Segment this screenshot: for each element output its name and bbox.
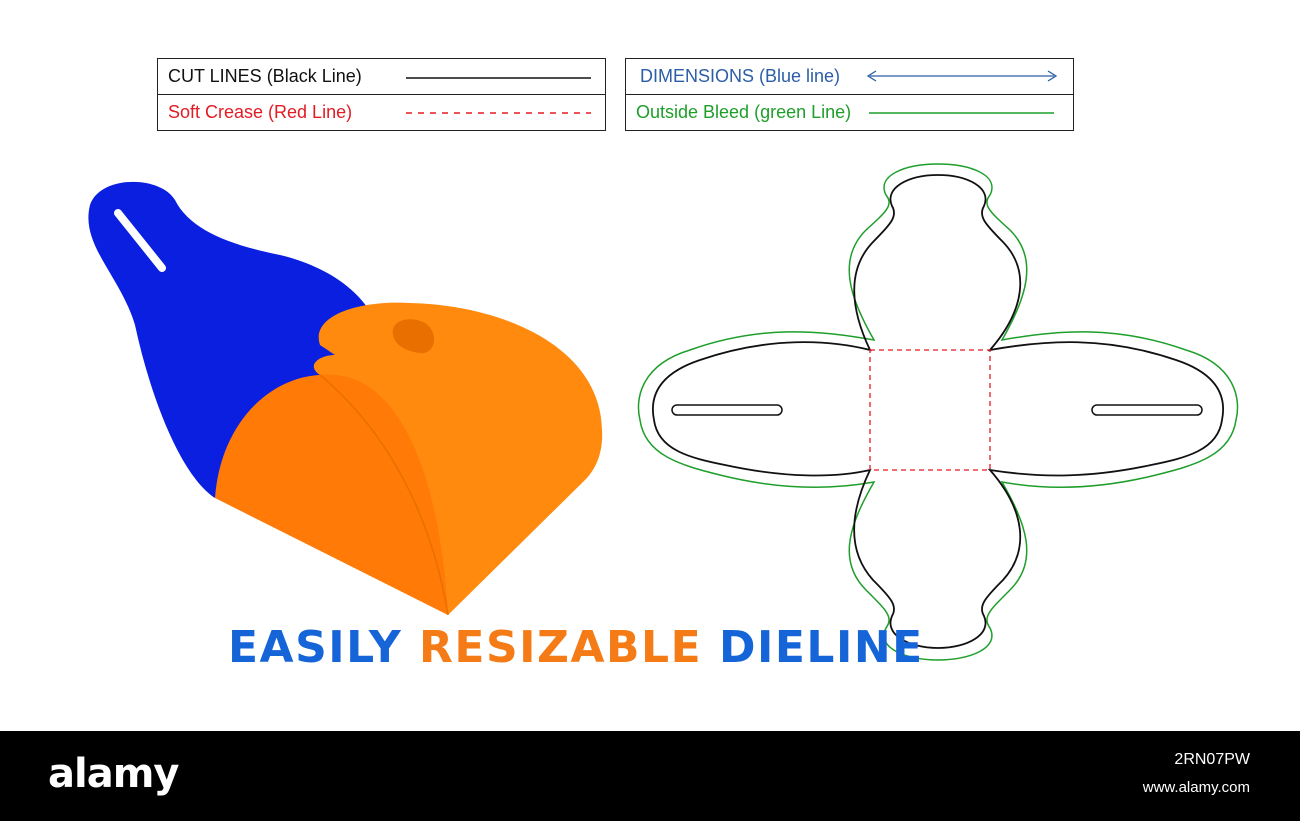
dieline-crease-square <box>869 349 991 471</box>
watermark-footer-bar: alamy 2RN07PW www.alamy.com <box>0 731 1300 821</box>
box-flap-slot <box>114 209 166 272</box>
legend-label-cut-lines: CUT LINES (Black Line) <box>168 66 362 86</box>
dieline-slot-right <box>1091 404 1203 416</box>
legend-swatch-crease-line <box>406 112 591 114</box>
box-orange-front <box>215 374 448 615</box>
box-3d-illustration <box>88 181 603 616</box>
legend-label-soft-crease: Soft Crease (Red Line) <box>168 102 353 122</box>
headline-part-resizable: RESIZABLE <box>419 622 719 673</box>
image-id-text: 2RN07PW <box>1174 751 1250 768</box>
legend-divider <box>626 94 1073 95</box>
legend-swatch-cut-line <box>406 77 591 79</box>
brand-logo-text: alamy <box>48 751 179 797</box>
headline-part-dieline: DIELINE <box>718 622 924 673</box>
legend-row-outside-bleed: Outside Bleed (green Line) <box>626 95 1073 130</box>
dieline-bleed-outline <box>637 163 1239 661</box>
legend-label-dimensions: DIMENSIONS (Blue line) <box>640 66 841 86</box>
dieline-cut-outline <box>652 174 1224 649</box>
headline-part-easily: EASILY <box>228 622 420 673</box>
legend-box-left: CUT LINES (Black Line) Soft Crease (Red … <box>157 58 606 131</box>
legend-divider <box>158 94 605 95</box>
legend-swatch-bleed-line <box>869 112 1054 114</box>
dieline-flat-template <box>637 163 1239 661</box>
box-lid-hole <box>392 319 435 354</box>
legend-box-right: DIMENSIONS (Blue line) Outside Bleed (gr… <box>625 58 1074 131</box>
legend-row-cut-lines: CUT LINES (Black Line) <box>158 59 605 94</box>
box-lid-fold <box>319 374 449 616</box>
legend-row-dimensions: DIMENSIONS (Blue line) <box>626 59 1073 94</box>
legend-swatch-dimension-arrow <box>866 70 1058 82</box>
dieline-slot-left <box>671 404 783 416</box>
headline-easily-resizable-dieline: EASILY RESIZABLE DIELINE <box>228 622 922 673</box>
site-url-text: www.alamy.com <box>1142 779 1250 796</box>
legend-row-soft-crease: Soft Crease (Red Line) <box>158 95 605 130</box>
legend-label-outside-bleed: Outside Bleed (green Line) <box>636 102 852 122</box>
box-orange-lid <box>313 302 603 615</box>
